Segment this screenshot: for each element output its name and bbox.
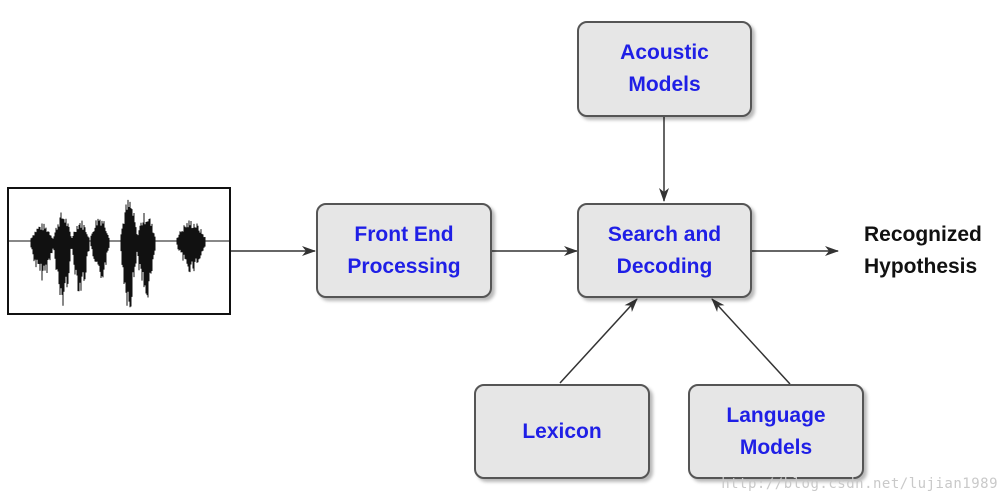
output-label-1: Recognized <box>864 223 982 246</box>
language-models-label-2: Models <box>739 435 813 459</box>
language-models-label-1: Language <box>726 403 826 427</box>
acoustic-models-box: Acoustic Models <box>577 21 752 117</box>
front-end-label-2: Processing <box>347 254 461 278</box>
arrow-lexicon-to-search <box>559 298 638 384</box>
search-decoding-label-2: Decoding <box>616 254 713 278</box>
watermark-text: http://blog.csdn.net/lujian1989 <box>721 476 998 492</box>
acoustic-models-label-1: Acoustic <box>620 41 709 64</box>
front-end-label-1: Front End <box>354 222 454 246</box>
recognized-hypothesis-output: Recognized Hypothesis <box>864 219 982 283</box>
front-end-processing-box: Front End Processing <box>316 203 492 298</box>
lexicon-box: Lexicon <box>474 384 650 479</box>
lexicon-label: Lexicon <box>522 419 602 443</box>
waveform-input <box>7 187 231 315</box>
search-decoding-box: Search and Decoding <box>577 203 752 298</box>
language-models-box: Language Models <box>688 384 864 479</box>
acoustic-models-label-2: Models <box>628 73 701 96</box>
output-label-2: Hypothesis <box>864 255 978 278</box>
waveform-icon <box>9 199 229 308</box>
arrow-language-to-search <box>711 298 791 385</box>
search-decoding-label-1: Search and <box>607 222 722 246</box>
